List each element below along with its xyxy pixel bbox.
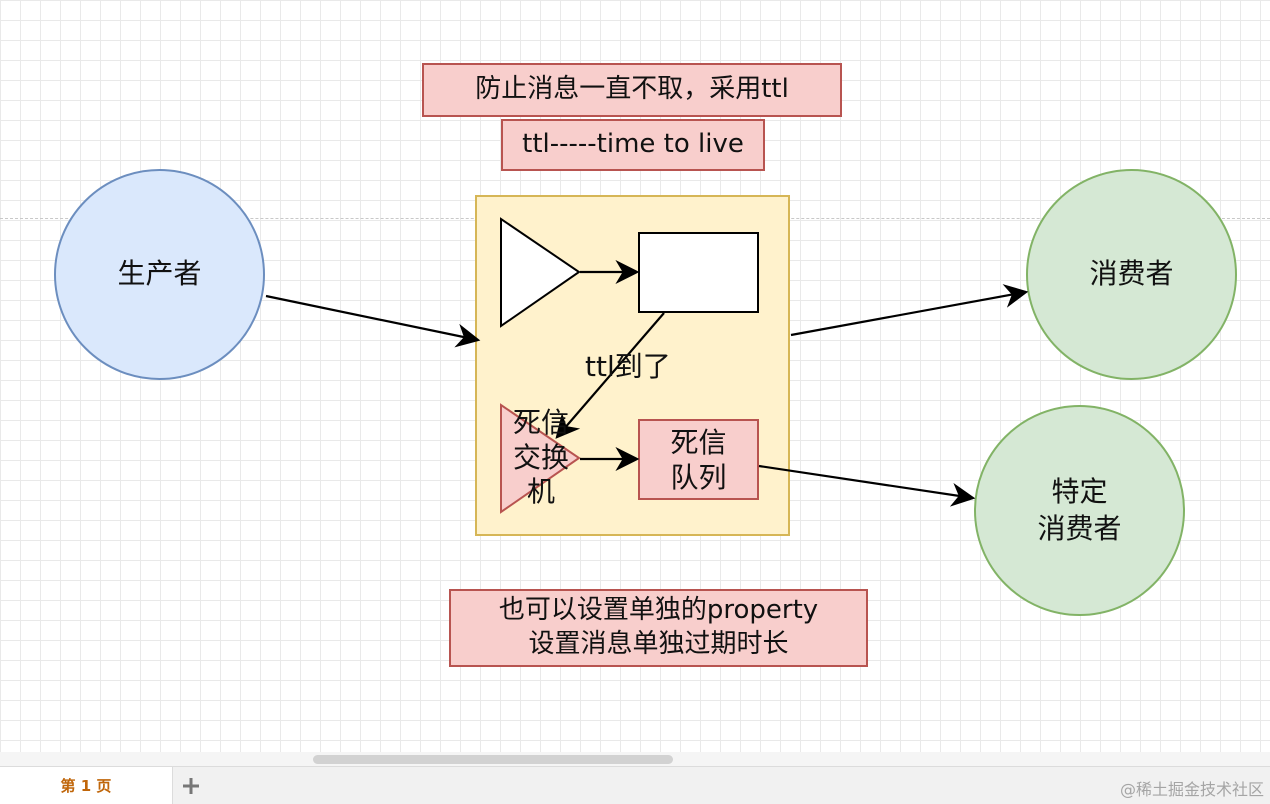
producer-node[interactable]: 生产者 (54, 169, 265, 380)
diagram-edges (265, 217, 1029, 514)
watermark: @稀土掘金技术社区 (1119, 780, 1264, 799)
dead-letter-exchange-triangle[interactable] (500, 403, 581, 514)
edge-queue-to-dead-letter-exchange[interactable] (555, 312, 665, 439)
diagram-canvas[interactable]: 防止消息一直不取，采用ttl ttl-----time to live 也可以设… (0, 0, 1270, 752)
queue-node[interactable] (638, 232, 759, 313)
add-page-button[interactable] (176, 771, 206, 801)
edge-broker-to-consumer[interactable] (790, 284, 1029, 337)
exchange-triangle[interactable] (500, 217, 581, 328)
dead-letter-queue-node[interactable]: 死信 队列 (638, 419, 759, 500)
consumer-node[interactable]: 消费者 (1026, 169, 1237, 380)
edge-dlq-to-special-consumer[interactable] (758, 464, 976, 507)
special-consumer-node[interactable]: 特定 消费者 (974, 405, 1185, 616)
edge-label-ttl-expired: ttl到了 (585, 350, 671, 383)
note-per-message-line-2: 设置消息单独过期时长 (528, 629, 789, 659)
special-consumer-line-1: 特定 (1051, 475, 1108, 509)
note-ttl-reason[interactable]: 防止消息一直不取，采用ttl (422, 63, 842, 117)
note-ttl-definition[interactable]: ttl-----time to live (501, 119, 765, 171)
plus-icon (183, 778, 199, 794)
note-per-message-ttl[interactable]: 也可以设置单独的property 设置消息单独过期时长 (449, 589, 868, 667)
page-tabs-bar: 第 1 页 @稀土掘金技术社区 (0, 766, 1270, 804)
dlx-label-line-1: 死信 (512, 406, 569, 439)
dead-letter-queue-line-2: 队列 (670, 460, 727, 494)
dead-letter-exchange-label: 死信 交换 机 (503, 406, 579, 510)
edge-producer-to-exchange[interactable] (265, 294, 481, 348)
horizontal-scrollbar-thumb[interactable] (313, 755, 673, 764)
dlx-label-line-3: 机 (526, 475, 555, 509)
note-per-message-line-1: 也可以设置单独的property (498, 595, 819, 626)
special-consumer-line-2: 消费者 (1037, 511, 1122, 545)
tab-page-1[interactable]: 第 1 页 (0, 767, 173, 804)
dlx-label-line-2: 交换 (512, 440, 569, 474)
dead-letter-queue-line-1: 死信 (670, 425, 727, 459)
